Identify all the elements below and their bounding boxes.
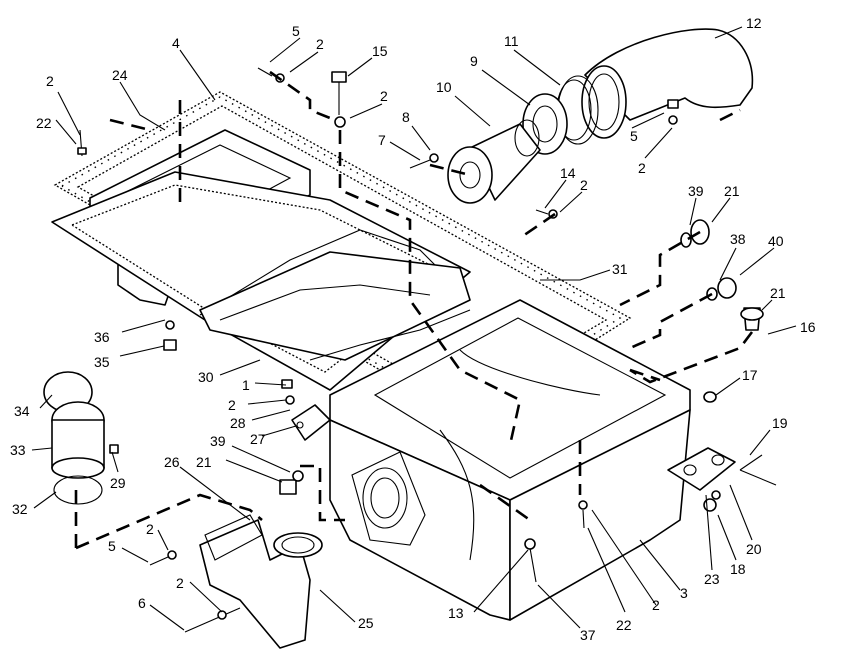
assembly-lines xyxy=(74,70,754,550)
callout-20: 20 xyxy=(746,541,762,557)
callout-26: 26 xyxy=(164,454,180,470)
callout-2g: 2 xyxy=(146,521,154,537)
callout-27: 27 xyxy=(250,431,266,447)
callout-7: 7 xyxy=(378,132,386,148)
callout-21c: 21 xyxy=(196,454,212,470)
leader-lines xyxy=(31,26,797,631)
callout-5c: 5 xyxy=(108,538,116,554)
filter-adapter xyxy=(447,119,541,204)
callout-34: 34 xyxy=(14,403,30,419)
callout-19: 19 xyxy=(772,415,788,431)
spout-gasket xyxy=(204,514,263,561)
callout-25: 25 xyxy=(358,615,374,631)
callout-33: 33 xyxy=(10,442,26,458)
callout-2b: 2 xyxy=(316,36,324,52)
callout-18: 18 xyxy=(730,561,746,577)
callout-8: 8 xyxy=(402,109,410,125)
callout-39a: 39 xyxy=(688,183,704,199)
spacer-plate xyxy=(199,251,471,361)
callout-40: 40 xyxy=(768,233,784,249)
callout-32: 32 xyxy=(12,501,28,517)
callout-4: 4 xyxy=(172,35,180,51)
callout-labels: 1 2 2 2 2 2 2 2 2 2 2 2 3 4 5 5 5 6 7 8 … xyxy=(10,15,816,643)
callout-12: 12 xyxy=(746,15,762,31)
cover-plate xyxy=(291,404,331,441)
fasteners xyxy=(77,67,763,633)
callout-13: 13 xyxy=(448,605,464,621)
callout-21a: 21 xyxy=(724,183,740,199)
callout-17: 17 xyxy=(742,367,758,383)
callout-38: 38 xyxy=(730,231,746,247)
callout-10: 10 xyxy=(436,79,452,95)
callout-23: 23 xyxy=(704,571,720,587)
callout-6: 6 xyxy=(138,595,146,611)
gasket-ring xyxy=(522,93,568,155)
callout-28: 28 xyxy=(230,415,246,431)
callout-2h: 2 xyxy=(176,575,184,591)
callout-2e: 2 xyxy=(638,160,646,176)
inlet-spout xyxy=(199,519,323,649)
callout-35: 35 xyxy=(94,354,110,370)
callout-30: 30 xyxy=(198,369,214,385)
callout-2c: 2 xyxy=(380,88,388,104)
callout-11: 11 xyxy=(504,33,519,49)
callout-29: 29 xyxy=(110,475,126,491)
callout-9: 9 xyxy=(470,53,478,69)
callout-37: 37 xyxy=(580,627,596,643)
callout-22a: 22 xyxy=(36,115,52,131)
callout-15: 15 xyxy=(372,43,388,59)
callout-39b: 39 xyxy=(210,433,226,449)
callout-5a: 5 xyxy=(292,23,300,39)
lower-oil-pan-housing xyxy=(329,299,691,621)
callout-3: 3 xyxy=(680,585,688,601)
callout-31: 31 xyxy=(612,261,628,277)
callout-2f: 2 xyxy=(228,397,236,413)
callout-22b: 22 xyxy=(616,617,632,633)
right-side-fittings xyxy=(667,219,777,512)
callout-21b: 21 xyxy=(770,285,786,301)
callout-2a: 2 xyxy=(46,73,54,89)
callout-5b: 5 xyxy=(630,128,638,144)
callout-16: 16 xyxy=(800,319,816,335)
callout-1: 1 xyxy=(242,377,250,393)
callout-2d: 2 xyxy=(580,177,588,193)
callout-36: 36 xyxy=(94,329,110,345)
fill-tube-assembly xyxy=(43,371,105,505)
air-horn-elbow xyxy=(581,28,754,139)
callout-24: 24 xyxy=(112,67,128,83)
callout-2i: 2 xyxy=(652,597,660,613)
callout-14: 14 xyxy=(560,165,576,181)
